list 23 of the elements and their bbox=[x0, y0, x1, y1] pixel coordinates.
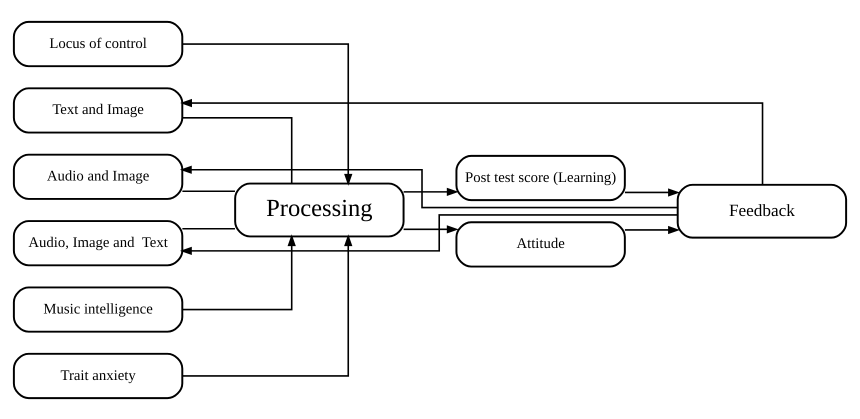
arrow bbox=[182, 234, 296, 310]
node-box: Processing bbox=[234, 182, 405, 237]
node-box: Trait anxiety bbox=[12, 352, 184, 399]
node-box: Post test score (Learning) bbox=[455, 154, 626, 201]
arrow bbox=[182, 234, 352, 376]
connector bbox=[182, 227, 235, 230]
arrow bbox=[624, 225, 680, 234]
node-box: Locus of control bbox=[12, 20, 184, 67]
arrow bbox=[404, 224, 459, 233]
node-box: Music intelligence bbox=[12, 286, 184, 332]
connector bbox=[182, 116, 292, 183]
node-box: Audio, Image and Text bbox=[12, 220, 184, 266]
connector bbox=[182, 190, 235, 192]
node-box: Audio and Image bbox=[12, 153, 184, 200]
arrow bbox=[404, 187, 459, 196]
node-box: Attitude bbox=[455, 220, 626, 268]
arrow bbox=[180, 214, 678, 255]
node-box: Text and Image bbox=[12, 86, 184, 134]
arrow bbox=[180, 165, 678, 208]
arrow bbox=[624, 188, 680, 196]
arrow bbox=[180, 98, 764, 184]
arrow bbox=[182, 42, 352, 186]
node-box: Feedback bbox=[676, 183, 848, 238]
